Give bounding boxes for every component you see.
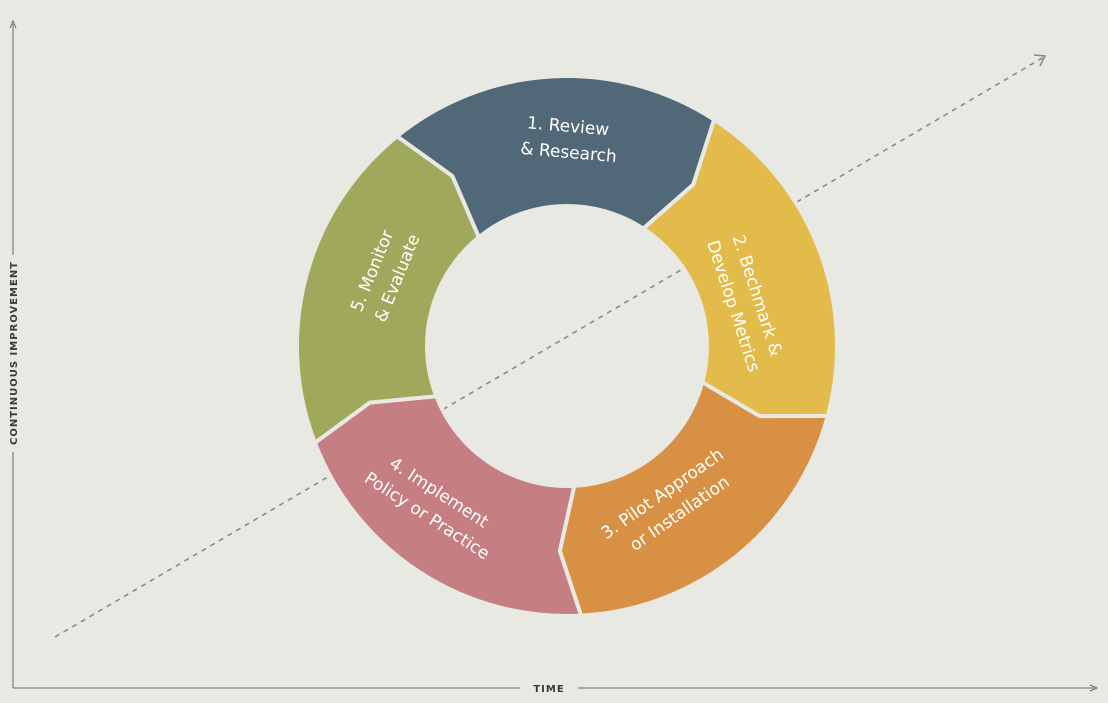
- cycle-segment-4: [295, 134, 481, 445]
- cycle-segment-2: [557, 380, 830, 618]
- cycle-segment-5: [395, 74, 717, 240]
- trend-arrow-icon: [1033, 54, 1047, 67]
- trend-line: [54, 56, 1045, 638]
- y-axis-label: CONTINUOUS IMPROVEMENT: [9, 261, 20, 445]
- x-axis-arrow-icon: [1089, 684, 1099, 692]
- cycle-segment-3: [312, 394, 584, 618]
- x-axis-label: TIME: [533, 684, 564, 695]
- cycle-segment-1: [641, 117, 839, 419]
- y-axis-arrow-icon: [9, 19, 17, 29]
- cycle-ring: [295, 74, 839, 618]
